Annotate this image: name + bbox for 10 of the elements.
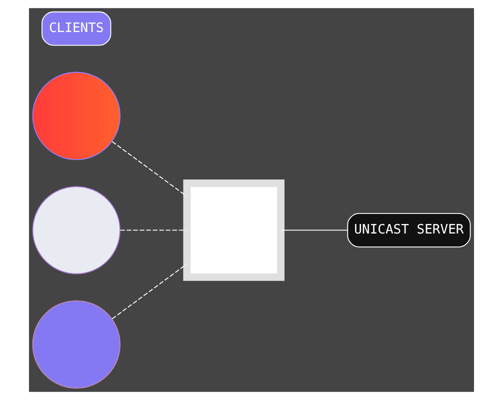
connector bbox=[112, 264, 188, 320]
connector bbox=[112, 141, 188, 197]
connector bbox=[120, 230, 188, 231]
node-circle bbox=[32, 300, 120, 389]
node-box: UNICAST SERVER bbox=[347, 213, 471, 248]
node-circle bbox=[32, 72, 120, 160]
node-circle bbox=[32, 186, 120, 274]
node-box: CLIENTS bbox=[42, 11, 112, 46]
node-box bbox=[183, 180, 284, 281]
connector bbox=[280, 230, 348, 231]
